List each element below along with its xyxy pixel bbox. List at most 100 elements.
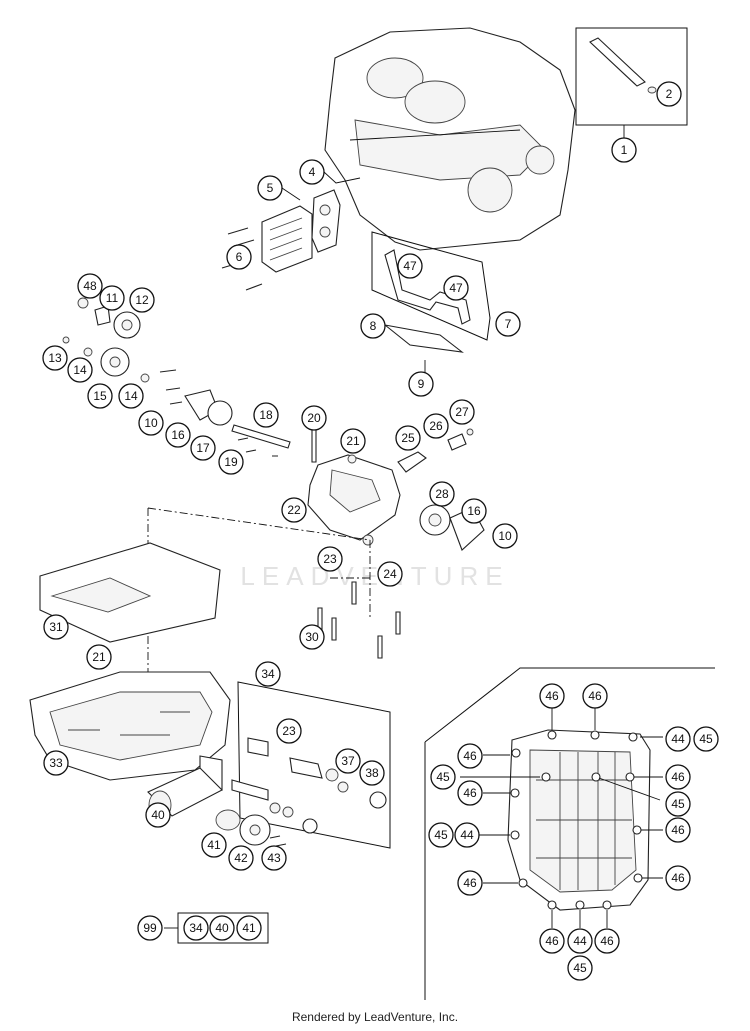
callout-25[interactable]: 25: [395, 425, 421, 451]
svg-text:46: 46: [671, 871, 685, 885]
oil-strainer-parts: [199, 737, 387, 818]
callout-22[interactable]: 22: [281, 497, 307, 523]
callout-48[interactable]: 48: [77, 273, 103, 299]
svg-text:15: 15: [93, 389, 107, 403]
o-ring-part-41: [215, 809, 241, 831]
callout-47[interactable]: 47: [443, 275, 469, 301]
callout-14[interactable]: 14: [67, 357, 93, 383]
svg-text:21: 21: [346, 434, 360, 448]
inset-callout-45[interactable]: 45: [693, 726, 719, 752]
callout-42[interactable]: 42: [228, 845, 254, 871]
callout-19[interactable]: 19: [218, 449, 244, 475]
callout-43[interactable]: 43: [261, 845, 287, 871]
svg-text:26: 26: [429, 419, 443, 433]
callout-26[interactable]: 26: [423, 413, 449, 439]
part-7-frame: [371, 231, 491, 341]
inset-callout-46[interactable]: 46: [457, 870, 483, 896]
kit-99-frame: [177, 912, 269, 944]
callout-23[interactable]: 23: [317, 546, 343, 572]
callout-15[interactable]: 15: [87, 383, 113, 409]
svg-text:43: 43: [267, 851, 281, 865]
inset-callout-45[interactable]: 45: [430, 764, 456, 790]
callout-4[interactable]: 4: [299, 159, 325, 185]
callout-16[interactable]: 16: [461, 498, 487, 524]
callout-12[interactable]: 12: [129, 287, 155, 313]
svg-text:48: 48: [83, 279, 97, 293]
callout-11[interactable]: 11: [99, 285, 125, 311]
kit-item-34[interactable]: 34: [183, 915, 209, 941]
inset-callout-46[interactable]: 46: [665, 817, 691, 843]
callout-31[interactable]: 31: [43, 614, 69, 640]
callout-23[interactable]: 23: [276, 718, 302, 744]
inset-callout-46[interactable]: 46: [594, 928, 620, 954]
inset-callout-45[interactable]: 45: [428, 822, 454, 848]
callout-10[interactable]: 10: [492, 523, 518, 549]
inset-callout-46[interactable]: 46: [665, 865, 691, 891]
callout-99[interactable]: 99: [137, 915, 163, 941]
svg-text:34: 34: [261, 667, 275, 681]
svg-text:9: 9: [418, 377, 425, 391]
inset-frame: [424, 667, 715, 1000]
svg-text:12: 12: [135, 293, 149, 307]
plate-part-8: [384, 324, 464, 353]
svg-text:2: 2: [666, 87, 673, 101]
svg-text:37: 37: [341, 754, 355, 768]
watermark-text: LEADVENTURE: [240, 561, 509, 591]
inset-callout-44[interactable]: 44: [665, 726, 691, 752]
svg-text:42: 42: [234, 851, 248, 865]
callout-6[interactable]: 6: [226, 244, 252, 270]
callout-13[interactable]: 13: [42, 345, 68, 371]
callout-34[interactable]: 34: [255, 661, 281, 687]
callout-2[interactable]: 2: [656, 81, 682, 107]
svg-text:18: 18: [259, 408, 273, 422]
callout-10[interactable]: 10: [138, 410, 164, 436]
callout-47[interactable]: 47: [397, 253, 423, 279]
callout-16[interactable]: 16: [165, 422, 191, 448]
svg-text:46: 46: [463, 749, 477, 763]
inset-callout-45[interactable]: 45: [567, 955, 593, 981]
pipe-part-7: [384, 249, 471, 325]
callout-1[interactable]: 1: [611, 137, 637, 163]
svg-text:46: 46: [463, 786, 477, 800]
inset-callout-45[interactable]: 45: [665, 791, 691, 817]
callout-9[interactable]: 9: [408, 371, 434, 397]
callout-41[interactable]: 41: [201, 832, 227, 858]
callout-37[interactable]: 37: [335, 748, 361, 774]
kit-item-41[interactable]: 41: [236, 915, 262, 941]
callout-40[interactable]: 40: [145, 802, 171, 828]
svg-text:28: 28: [435, 487, 449, 501]
inset-callout-46[interactable]: 46: [457, 780, 483, 806]
inset-callout-46[interactable]: 46: [582, 683, 608, 709]
inset-callout-44[interactable]: 44: [454, 822, 480, 848]
svg-text:8: 8: [370, 319, 377, 333]
callout-30[interactable]: 30: [299, 624, 325, 650]
callout-27[interactable]: 27: [449, 399, 475, 425]
svg-text:44: 44: [671, 732, 685, 746]
callout-24[interactable]: 24: [377, 561, 403, 587]
callout-20[interactable]: 20: [301, 405, 327, 431]
svg-text:24: 24: [383, 567, 397, 581]
callout-7[interactable]: 7: [495, 311, 521, 337]
oil-pump-housing-drawing: [307, 424, 474, 546]
svg-text:14: 14: [124, 389, 138, 403]
inset-callout-44[interactable]: 44: [567, 928, 593, 954]
callout-28[interactable]: 28: [429, 481, 455, 507]
callout-38[interactable]: 38: [359, 760, 385, 786]
callout-17[interactable]: 17: [190, 435, 216, 461]
svg-text:44: 44: [460, 828, 474, 842]
svg-text:46: 46: [671, 770, 685, 784]
inset-callout-46[interactable]: 46: [457, 743, 483, 769]
inset-callout-46[interactable]: 46: [539, 928, 565, 954]
callout-33[interactable]: 33: [43, 750, 69, 776]
callout-14[interactable]: 14: [118, 383, 144, 409]
callout-5[interactable]: 5: [257, 175, 283, 201]
callout-18[interactable]: 18: [253, 402, 279, 428]
callout-21[interactable]: 21: [86, 644, 112, 670]
kit-item-40[interactable]: 40: [209, 915, 235, 941]
callout-21[interactable]: 21: [340, 428, 366, 454]
inset-callout-46[interactable]: 46: [539, 683, 565, 709]
inset-callout-46[interactable]: 46: [665, 764, 691, 790]
callout-8[interactable]: 8: [360, 313, 386, 339]
svg-text:46: 46: [545, 934, 559, 948]
svg-text:11: 11: [106, 291, 119, 305]
